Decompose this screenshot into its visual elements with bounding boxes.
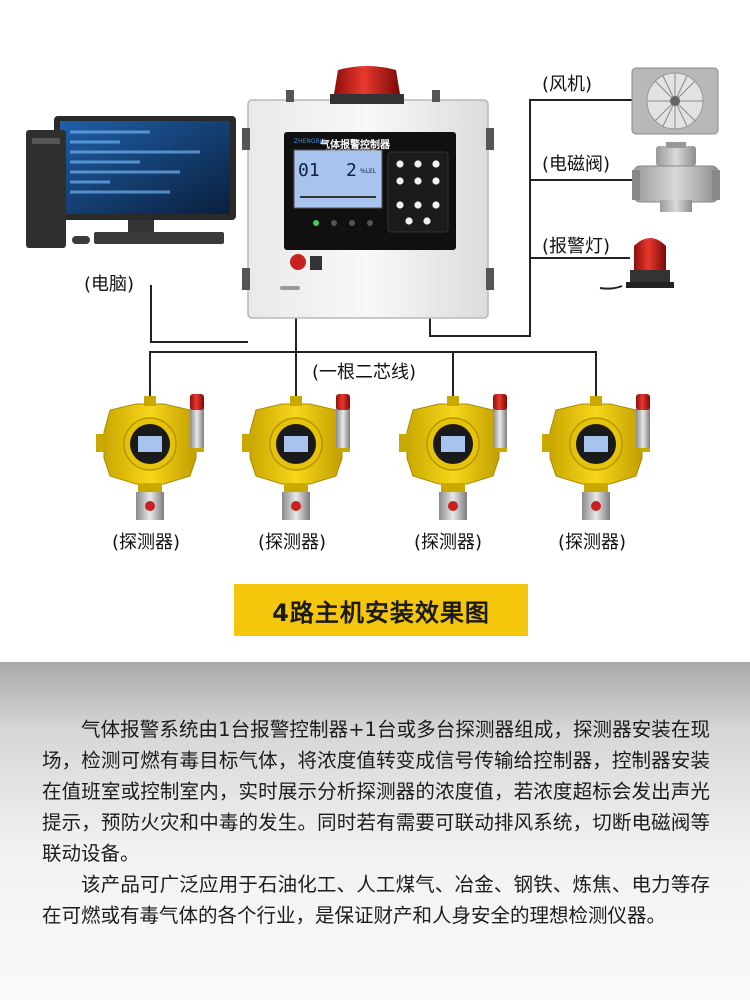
keyboard <box>94 232 224 244</box>
mouse <box>72 236 90 244</box>
lcd-value: 2 <box>346 160 357 181</box>
siren-icon <box>334 66 400 94</box>
gas-detector-1 <box>96 392 204 520</box>
description-section: 气体报警系统由1台报警控制器+1台或多台探测器组成，探测器安装在现场，检测可燃有… <box>0 662 750 1000</box>
detector-screen <box>441 436 465 452</box>
keypad-buttons <box>396 160 440 225</box>
valve-label: (电磁阀) <box>542 154 611 175</box>
lcd-channel: 01 <box>298 160 320 181</box>
computer <box>26 116 236 248</box>
lcd-unit: %LEL <box>360 168 377 175</box>
description-paragraph-1: 气体报警系统由1台报警控制器+1台或多台探测器组成，探测器安装在现场，检测可燃有… <box>42 718 710 865</box>
detector-screen <box>584 436 608 452</box>
diagram-canvas <box>26 66 720 520</box>
computer-wire <box>150 285 248 343</box>
detector-label-3: (探测器) <box>414 532 483 553</box>
detector-alarm-lamp-icon <box>336 394 350 410</box>
relay-bus-wire <box>429 99 632 337</box>
controller-brand: ZHENGRUI <box>294 138 326 145</box>
detector-label-4: (探测器) <box>558 532 627 553</box>
lcd-screen <box>293 149 383 209</box>
detector-screen <box>284 436 308 452</box>
gas-detector-4 <box>542 392 650 520</box>
detectors <box>96 392 650 520</box>
monitor-screen <box>60 121 230 214</box>
solenoid-valve-icon <box>632 142 720 212</box>
detector-label-1: (探测器) <box>112 532 181 553</box>
detector-screen <box>138 436 162 452</box>
description-paragraph-2: 该产品可广泛应用于石油化工、人工煤气、冶金、钢铁、炼焦、电力等存在可燃或有毒气体… <box>42 873 710 927</box>
detector-bus-wire <box>149 351 597 396</box>
detector-label-2: (探测器) <box>258 532 327 553</box>
qr-icon <box>310 256 322 270</box>
status-leds <box>313 220 373 226</box>
controller-title: 气体报警控制器 <box>320 140 390 151</box>
computer-label: (电脑) <box>84 274 135 295</box>
controller <box>242 66 494 319</box>
gas-detector-2 <box>242 392 350 520</box>
controller-subtitle: Gas alarm controller <box>326 148 377 154</box>
detector-alarm-lamp-icon <box>190 394 204 410</box>
installation-diagram: (电脑) (风机) (电磁阀) (报警灯) (一根二芯线) (探测器) (探测器… <box>26 66 720 553</box>
monitor-stand <box>128 220 154 234</box>
detector-alarm-lamp-icon <box>493 394 507 410</box>
banner-title: 4路主机安装效果图 <box>234 584 528 636</box>
wiring <box>149 99 632 396</box>
alarm-light-icon <box>599 238 674 290</box>
alarm-light-label: (报警灯) <box>542 236 611 257</box>
cert-logo-icon <box>290 254 306 270</box>
description-text: 气体报警系统由1台报警控制器+1台或多台探测器组成，探测器安装在现场，检测可燃有… <box>42 714 710 931</box>
gas-detector-3 <box>399 392 507 520</box>
detector-alarm-lamp-icon <box>636 394 650 410</box>
siren-base <box>330 94 404 104</box>
fan-icon <box>631 67 719 135</box>
fan-label: (风机) <box>542 74 593 95</box>
pc-tower <box>26 130 66 248</box>
cable-label: (一根二芯线) <box>312 362 417 383</box>
